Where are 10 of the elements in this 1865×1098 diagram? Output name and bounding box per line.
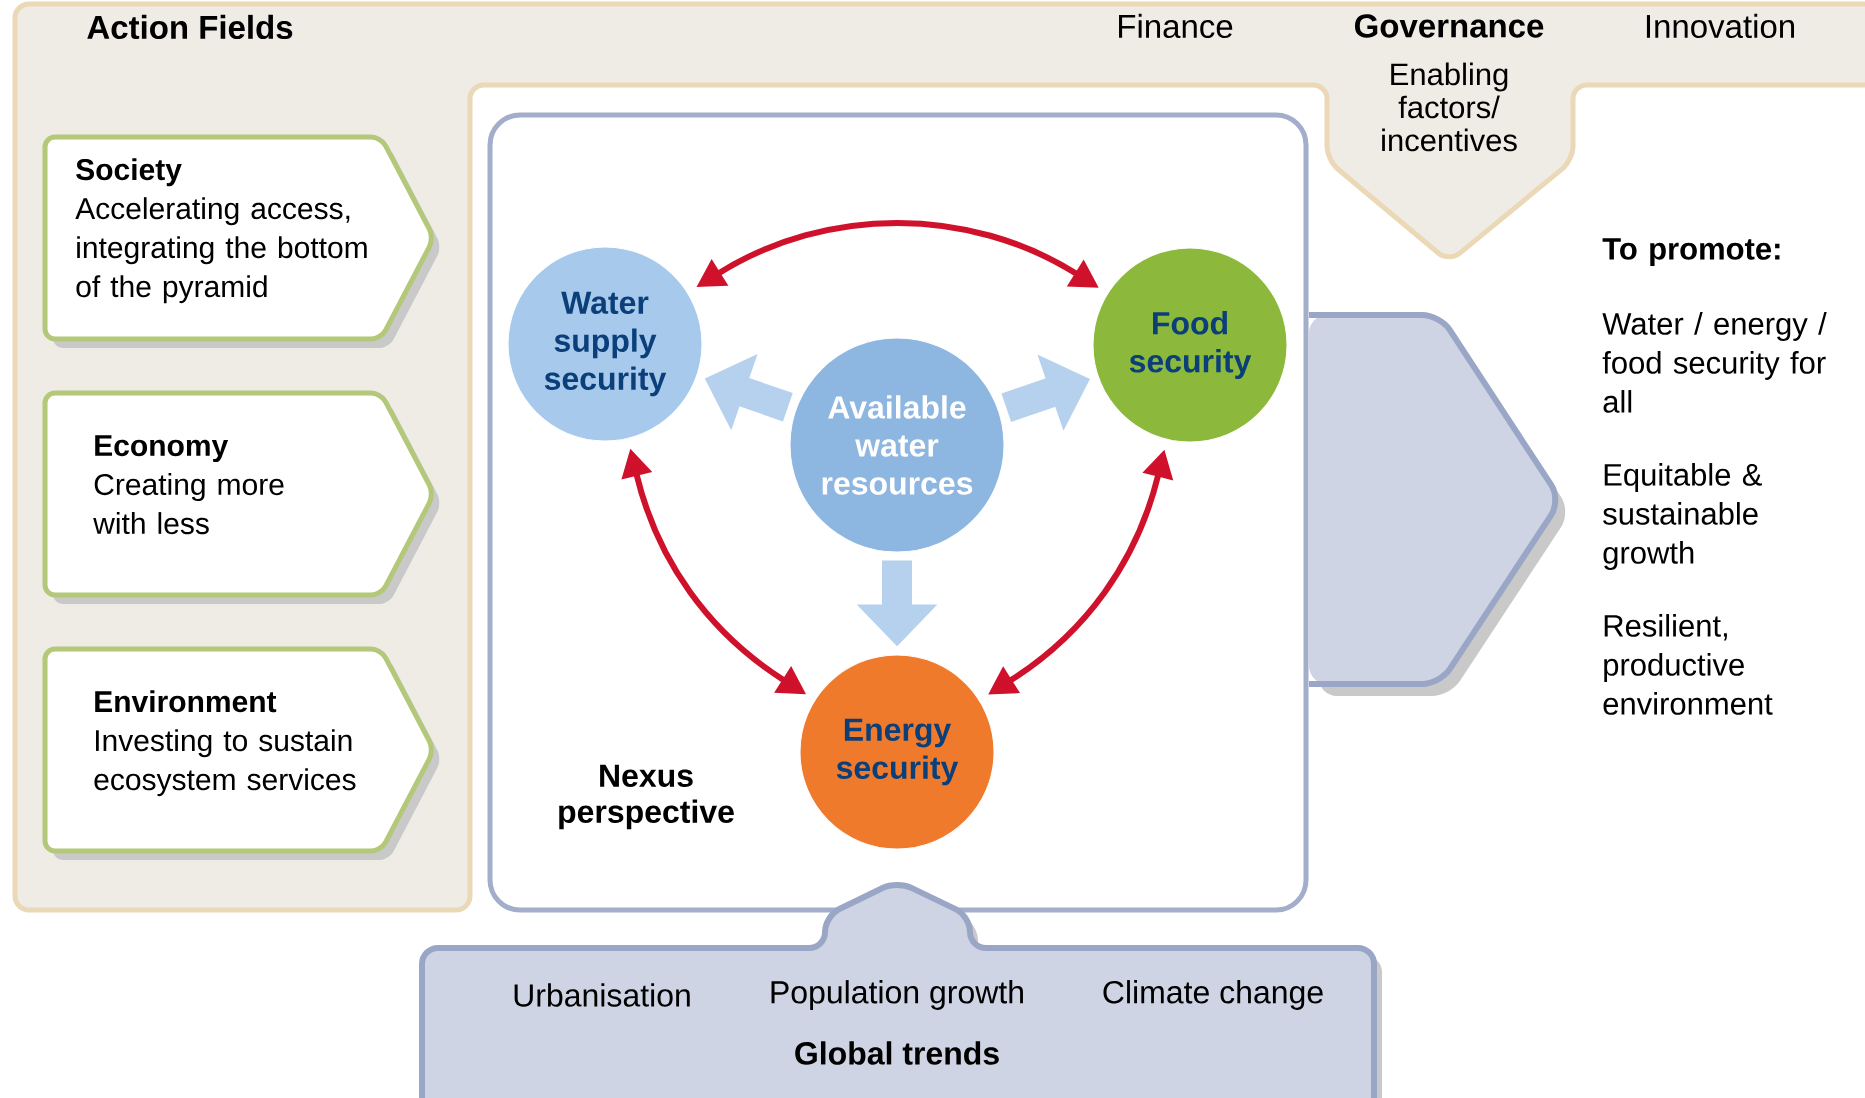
field-label: Governance — [1355, 14, 1544, 38]
chevron-box: Society Accelerating access, integrating the bottom of the pyramid — [42, 134, 440, 348]
chevron-box: Economy Creating more with less — [42, 390, 440, 604]
field-label: Innovation — [1646, 13, 1794, 39]
goals-text: To promote: Water / energy / food security for all Equitable & sustainable growth Resilient, productive environment — [1602, 238, 1827, 715]
field-label: Finance — [1119, 13, 1233, 39]
global-trends-box: Urbanisation Population growth Climate change Global trends — [419, 882, 1382, 1098]
arrow-shape — [1309, 312, 1566, 696]
chevron-box: Environment Investing to sustain ecosystem services — [42, 646, 440, 860]
enabling-text: Enabling factors/ incentives — [1382, 62, 1517, 152]
